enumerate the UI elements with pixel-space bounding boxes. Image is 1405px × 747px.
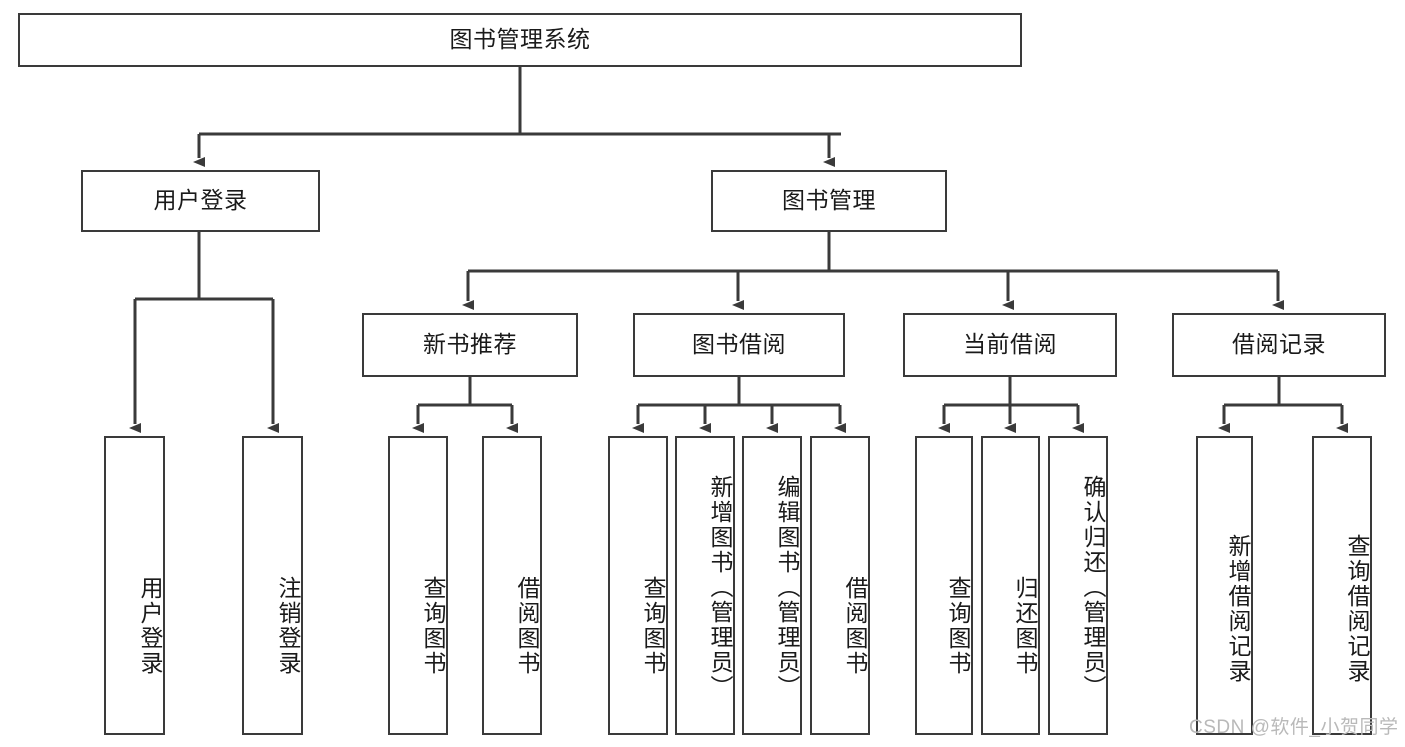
leaf-add-borrow-record-label: 新增借阅记录	[1225, 533, 1251, 684]
node-current-borrow[interactable]: 当前借阅	[903, 313, 1117, 377]
node-book-borrow[interactable]: 图书借阅	[633, 313, 845, 377]
leaf-query-book-borrow[interactable]: 查询图书	[608, 436, 668, 735]
node-new-book-recommend-label: 新书推荐	[423, 331, 517, 358]
leaf-query-borrow-record-label: 查询借阅记录	[1344, 533, 1370, 684]
node-new-book-recommend[interactable]: 新书推荐	[362, 313, 578, 377]
leaf-edit-book-admin[interactable]: 编辑图书（管理员）	[742, 436, 802, 735]
node-book-management-label: 图书管理	[782, 187, 876, 214]
node-book-management[interactable]: 图书管理	[711, 170, 947, 232]
node-current-borrow-label: 当前借阅	[963, 331, 1057, 358]
leaf-borrow-book-recommend-label: 借阅图书	[514, 575, 540, 676]
leaf-borrow-book-recommend[interactable]: 借阅图书	[482, 436, 542, 735]
leaf-query-book-current-label: 查询图书	[945, 575, 971, 676]
leaf-borrow-book[interactable]: 借阅图书	[810, 436, 870, 735]
node-root-label: 图书管理系统	[449, 26, 591, 53]
leaf-add-book-admin[interactable]: 新增图书（管理员）	[675, 436, 735, 735]
leaf-borrow-book-label: 借阅图书	[842, 575, 868, 676]
node-root[interactable]: 图书管理系统	[18, 13, 1022, 67]
leaf-user-login-label: 用户登录	[137, 575, 163, 676]
leaf-user-logout-label: 注销登录	[275, 575, 301, 676]
leaf-user-logout[interactable]: 注销登录	[242, 436, 303, 735]
leaf-query-book-recommend[interactable]: 查询图书	[388, 436, 448, 735]
leaf-return-book[interactable]: 归还图书	[981, 436, 1040, 735]
leaf-return-book-label: 归还图书	[1012, 575, 1038, 676]
leaf-query-borrow-record[interactable]: 查询借阅记录	[1312, 436, 1372, 735]
watermark-text: CSDN @软件_小贺同学	[1189, 717, 1399, 738]
node-book-borrow-label: 图书借阅	[692, 331, 786, 358]
node-user-login-label: 用户登录	[153, 187, 248, 214]
leaf-add-borrow-record[interactable]: 新增借阅记录	[1196, 436, 1253, 735]
leaf-add-book-admin-label: 新增图书（管理员）	[707, 475, 733, 700]
leaf-query-book-current[interactable]: 查询图书	[915, 436, 973, 735]
leaf-confirm-return-admin[interactable]: 确认归还（管理员）	[1048, 436, 1108, 735]
node-borrow-record[interactable]: 借阅记录	[1172, 313, 1386, 377]
leaf-confirm-return-admin-label: 确认归还（管理员）	[1080, 475, 1106, 700]
leaf-query-book-borrow-label: 查询图书	[640, 575, 666, 676]
node-user-login[interactable]: 用户登录	[81, 170, 320, 232]
leaf-user-login[interactable]: 用户登录	[104, 436, 165, 735]
node-borrow-record-label: 借阅记录	[1232, 331, 1326, 358]
leaf-edit-book-admin-label: 编辑图书（管理员）	[774, 475, 800, 700]
leaf-query-book-recommend-label: 查询图书	[420, 575, 446, 676]
